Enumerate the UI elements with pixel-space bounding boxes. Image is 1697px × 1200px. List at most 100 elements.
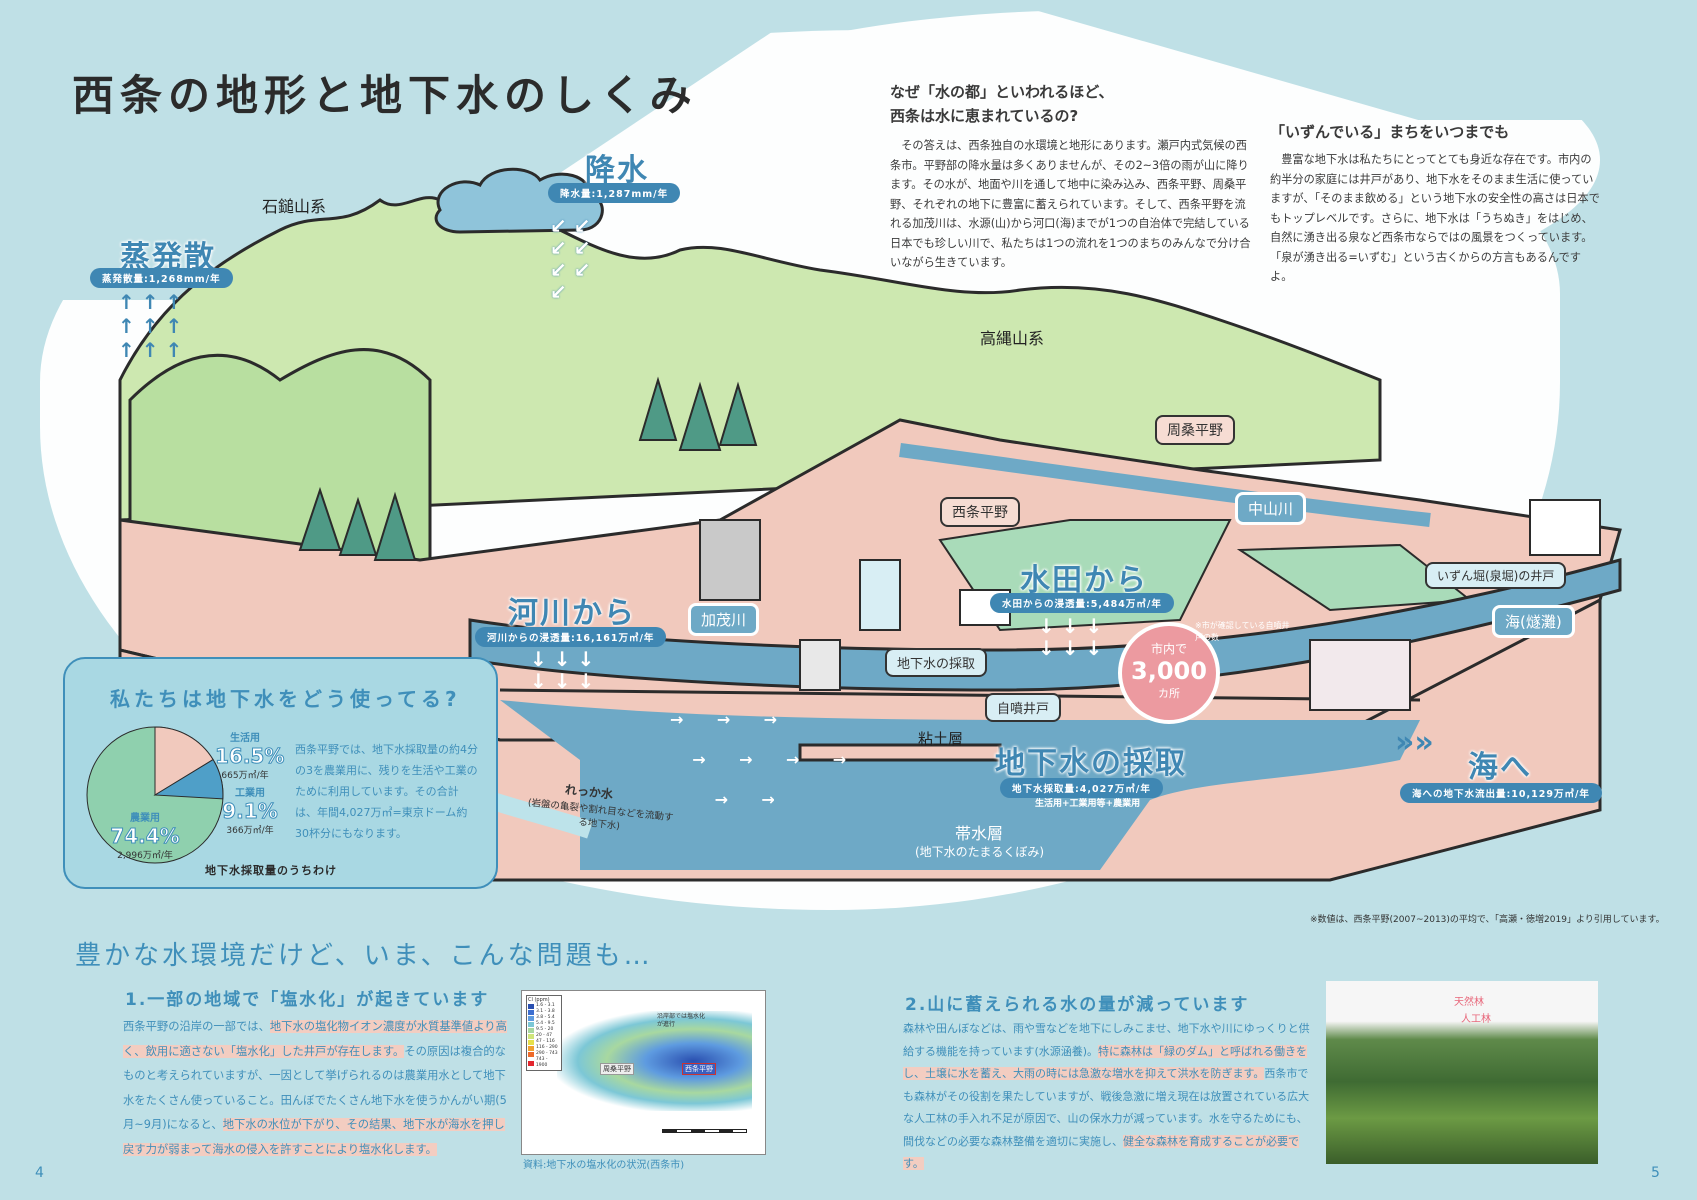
legend-label: 290 - 743 [536,1051,558,1056]
problem2-text: 森林や田んぼなどは、雨や雪などを地下にしみこませ、地下水や川にゆっくりと供給する… [903,1018,1318,1176]
footnote: ※数値は、西条平野(2007~2013)の平均で、「高瀬・徳増2019」より引用… [1310,915,1665,925]
intro-question-2: 西条は水に恵まれているの? [890,107,1079,125]
legend-label: 116 - 290 [536,1045,558,1050]
usage-caption: 地下水採取量のうちわけ [205,864,337,877]
map-scale-bar [662,1129,747,1133]
legend-swatch [528,1003,534,1009]
from-paddy-value: 水田からの浸透量:5,484万㎥/年 [990,593,1174,613]
map-label-coastal: 沿岸部では塩水化が進行 [657,1013,706,1028]
aquifer-sublabel: (地下水のたまるくぼみ) [915,845,1045,859]
izumbori-well-tag: いずん堀(泉堀)の井戸 [1425,562,1567,589]
forest-photo: 天然林 人工林 [1326,981,1598,1164]
slice-industrial: 工業用 9.1% 366万㎥/年 [220,784,280,836]
clay-layer-label: 粘土層 [918,730,964,748]
map-legend-row: 47 - 116 [528,1039,560,1045]
map-legend-row: 3.8 - 5.4 [528,1015,560,1021]
legend-label: 9.5 - 20 [536,1027,554,1032]
legend-label: 3.8 - 5.4 [536,1015,555,1020]
kamo-river-tag: 加茂川 [688,603,760,636]
nakayama-river-tag: 中山川 [1235,492,1307,525]
shuso-plain-tag: 周桑平野 [1155,415,1235,445]
wells-badge-unit: カ所 [1158,687,1180,700]
takanawa-mountains-label: 高縄山系 [980,329,1045,348]
map-legend-row: 9.5 - 20 [528,1027,560,1033]
river-arrows: ↓ ↓ ↓↓ ↓ ↓ [530,647,595,693]
evaporation-arrows: ↑ ↑ ↑↑ ↑ ↑↑ ↑ ↑ [118,290,183,362]
izumu-section: 「いずんでいる」まちをいつまでも 豊富な地下水は私たちにとってとても身近な存在で… [1270,120,1600,287]
legend-swatch [528,1060,534,1066]
to-sea-label: 海へ [1468,750,1532,785]
legend-swatch [528,1015,534,1021]
slice-industrial-name: 工業用 [235,788,265,799]
legend-swatch [528,1045,534,1051]
legend-label: 20 - 47 [536,1033,552,1038]
legend-label: 47 - 116 [536,1039,555,1044]
rain-arrows: ↙ ↙↙ ↙↙ ↙↙ [550,214,591,304]
map-legend-row: 743 - 1900 [528,1057,560,1069]
evaporation-value: 蒸発散量:1,268mm/年 [90,268,233,288]
legend-label: 3.1 - 3.8 [536,1009,555,1014]
extraction-label: 地下水の採取 [995,746,1187,781]
legend-swatch [528,1009,534,1015]
aquifer-label: 帯水層 [955,824,1004,843]
text-segment: 西条平野の沿岸の一部では、 [123,1020,270,1033]
slice-industrial-amount: 366万㎥/年 [226,826,274,836]
photo-label-natural-forest: 天然林 [1454,997,1484,1008]
slice-domestic-name: 生活用 [230,733,260,744]
slice-domestic-pct: 16.5% [215,744,285,769]
map-legend-title: Cl (ppm) [528,997,550,1003]
slice-domestic-amount: 665万㎥/年 [221,771,269,781]
map-legend-row: 3.1 - 3.8 [528,1009,560,1015]
artesian-well-tag: 自噴井戸 [985,693,1062,722]
usage-pie-chart [86,726,224,864]
saijo-plain-tag: 西条平野 [940,497,1020,527]
extraction-value: 地下水採取量:4,027万㎥/年 [1000,778,1163,798]
problems-heading: 豊かな水環境だけど、いま、こんな問題も… [75,941,653,971]
to-sea-arrows: »» [1395,725,1434,760]
map-label-saijo: 西条平野 [682,1063,716,1075]
precipitation-label: 降水 [585,153,649,188]
legend-swatch [528,1039,534,1045]
page-number-left: 4 [35,1165,44,1181]
ishizuchi-mountains-label: 石鎚山系 [262,197,327,216]
precipitation-value: 降水量:1,287mm/年 [548,183,681,203]
map-legend-row: 290 - 743 [528,1051,560,1057]
usage-heading: 私たちは地下水をどう使ってる? [110,687,461,711]
intro-body: その答えは、西条独自の水環境と地形にあります。瀬戸内式気候の西条市。平野部の降水… [890,139,1251,269]
slice-agricultural-name: 農業用 [130,813,160,824]
wells-badge-note: ※市が確認している自噴井戸の数 [1195,621,1290,642]
map-legend-row: 116 - 290 [528,1045,560,1051]
extraction-note: 生活用+工業用等+農業用 [1035,799,1141,809]
legend-label: 743 - 1900 [535,1057,548,1068]
legend-label: 1.6 - 3.1 [536,1003,555,1008]
problem1-text: 西条平野の沿岸の一部では、地下水の塩化物イオン濃度が水質基準値より高く、飲用に適… [123,1015,508,1162]
slice-domestic: 生活用 16.5% 665万㎥/年 [215,729,285,781]
photo-label-artificial-forest: 人工林 [1461,1014,1491,1025]
wells-badge-number: 3,000 [1131,657,1207,685]
problem1-title: 1.一部の地域で「塩水化」が起きています [125,990,490,1010]
slice-agricultural-amount: 2,996万㎥/年 [117,851,173,861]
problem2-title: 2.山に蓄えられる水の量が減っています [905,995,1250,1015]
map-legend-row: 1.6 - 3.1 [528,1003,560,1009]
slice-agricultural: 農業用 74.4% 2,996万㎥/年 [105,809,185,861]
extraction-tag: 地下水の採取 [885,648,988,677]
to-sea-value: 海への地下水流出量:10,129万㎥/年 [1400,783,1602,803]
usage-panel: 私たちは地下水をどう使ってる? 生活用 16.5% 665万㎥/年 工業用 9.… [63,657,498,889]
map-caption: 資料:地下水の塩水化の状況(西条市) [523,1160,685,1171]
slice-industrial-pct: 9.1% [222,799,278,824]
map-label-shuso: 周桑平野 [600,1063,634,1075]
page-title: 西条の地形と地下水のしくみ [72,71,698,120]
sea-hiuchinada-tag: 海(燧灘) [1492,605,1575,638]
legend-swatch [528,1033,534,1039]
page-number-right: 5 [1651,1165,1660,1181]
legend-label: 5.4 - 9.5 [536,1021,555,1026]
intro-question-1: なぜ「水の都」といわれるほど、 [890,83,1114,101]
legend-swatch [528,1027,534,1033]
text-segment: 西条市でも森林がその役割を果たしていますが、戦後急激に増え現在は放置されている広… [903,1067,1310,1148]
legend-swatch [528,1051,534,1057]
legend-swatch [528,1021,534,1027]
from-river-label: 河川から [508,596,636,631]
paddy-arrows: ↓ ↓ ↓↓ ↓ ↓ [1038,614,1103,660]
